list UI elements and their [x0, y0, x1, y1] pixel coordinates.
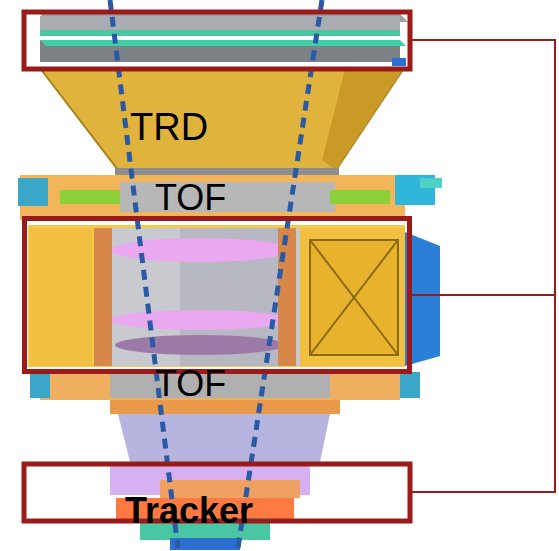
detector-label: TRD — [130, 108, 208, 146]
detector-label: TOF — [155, 180, 226, 216]
region-label: Tracker — [125, 493, 253, 529]
tracker-region-box: Tracker — [22, 216, 412, 374]
detector-label: TOF — [155, 366, 226, 402]
